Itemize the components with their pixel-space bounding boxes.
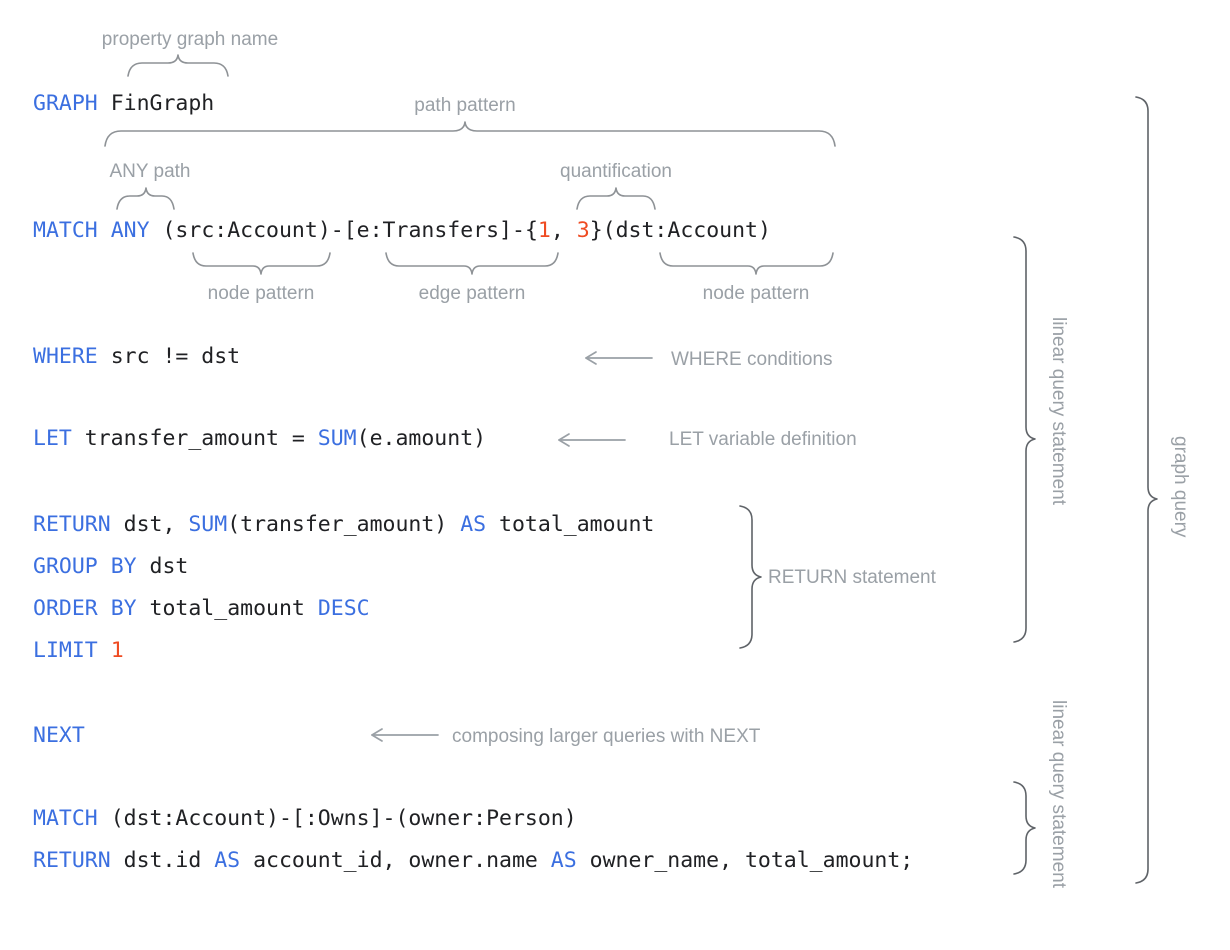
right-brace-return-statement [739,505,762,649]
underbrace-node-pattern-right [659,252,834,275]
keyword-by-2: BY [110,596,137,621]
annotation-path-pattern: path pattern [414,95,516,116]
space-h [98,596,111,621]
code-line-match-2: MATCH (dst:Account)-[:Owns]-(owner:Perso… [33,808,577,830]
order-by-expression: total_amount [149,596,305,621]
keyword-next: NEXT [33,723,85,748]
space-l [98,806,111,831]
let-lhs: transfer_amount = [84,426,318,451]
return-2-part-1: dst.id [123,848,215,873]
annotation-property-graph-name: property graph name [101,29,279,50]
quantifier-close-brace: } [589,218,603,243]
arrow-composing-with-next [371,728,439,742]
right-brace-linear-query-statement-2 [1013,781,1036,875]
annotation-return-statement: RETURN statement [768,567,936,588]
space-k [98,638,111,663]
overbrace-any-path [116,187,175,210]
return-alias: total_amount [486,512,655,537]
annotation-quantification: quantification [560,161,672,182]
space-e [111,512,124,537]
dash-right: - [512,218,525,243]
code-line-return-2: RETURN dst.id AS account_id, owner.name … [33,850,913,872]
where-expression: src != dst [110,344,241,369]
quantifier-max: 3 [576,218,590,243]
space-b [150,218,163,243]
arrow-let-variable-definition [558,433,626,447]
annotation-linear-query-statement-2: linear query statement [1048,700,1069,888]
annotation-linear-query-statement-1: linear query statement [1048,317,1069,505]
space-g [137,554,150,579]
keyword-where: WHERE [33,344,98,369]
arrow-where-conditions [585,351,653,365]
right-brace-graph-query [1135,96,1158,884]
underbrace-node-pattern-left [192,252,331,275]
keyword-desc: DESC [317,596,370,621]
annotation-edge-pattern: edge pattern [418,283,526,304]
return-2-part-2: account_id, owner.name [240,848,551,873]
keyword-let: LET [33,426,72,451]
annotation-where-conditions: WHERE conditions [671,349,833,370]
space-d [72,426,85,451]
keyword-by-1: BY [110,554,137,579]
annotation-composing-with-next: composing larger queries with NEXT [452,726,761,747]
quantifier-min: 1 [537,218,551,243]
annotation-any-path: ANY path [109,161,191,182]
keyword-as-3: AS [550,848,577,873]
return-fn-args: (transfer_amount) [227,512,461,537]
function-sum-let: SUM [317,426,357,451]
quantifier-comma: , [550,218,577,243]
annotation-graph-query: graph query [1170,436,1191,538]
keyword-order: ORDER [33,596,98,621]
space-j [305,596,318,621]
space-m [111,848,124,873]
space-c [98,344,111,369]
let-fn-args: (e.amount) [356,426,487,451]
overbrace-path-pattern [104,121,836,147]
space-1 [98,91,111,116]
code-line-order-by: ORDER BY total_amount DESC [33,598,370,620]
space-i [137,596,150,621]
keyword-as-1: AS [460,512,487,537]
quantifier-open-brace: { [524,218,538,243]
right-brace-linear-query-statement-1 [1013,236,1036,643]
limit-value: 1 [110,638,124,663]
graph-name-fingraph: FinGraph [110,91,215,116]
space-a [98,218,111,243]
keyword-match-2: MATCH [33,806,98,831]
annotation-node-pattern-right: node pattern [702,283,810,304]
return-columns: dst, [123,512,189,537]
overbrace-property-graph-name [127,54,229,77]
edge-pattern-transfers: [e:Transfers] [343,218,512,243]
annotation-node-pattern-left: node pattern [207,283,315,304]
keyword-return-2: RETURN [33,848,111,873]
keyword-any: ANY [110,218,150,243]
keyword-group: GROUP [33,554,98,579]
dash-left: - [330,218,344,243]
node-pattern-dst: (dst:Account) [602,218,771,243]
node-pattern-src: (src:Account) [162,218,331,243]
underbrace-edge-pattern [385,252,559,275]
code-line-where: WHERE src != dst [33,346,240,368]
keyword-return-1: RETURN [33,512,111,537]
keyword-match: MATCH [33,218,98,243]
group-by-expression: dst [149,554,189,579]
keyword-as-2: AS [214,848,241,873]
return-2-part-3: owner_name, total_amount; [576,848,914,873]
function-sum-return: SUM [188,512,228,537]
code-line-next: NEXT [33,725,85,747]
code-line-group-by: GROUP BY dst [33,556,188,578]
code-line-limit: LIMIT 1 [33,640,124,662]
overbrace-quantification [576,187,656,210]
keyword-limit: LIMIT [33,638,98,663]
code-line-match: MATCH ANY (src:Account)-[e:Transfers]-{1… [33,220,771,242]
code-line-let: LET transfer_amount = SUM(e.amount) [33,428,486,450]
annotation-let-variable-definition: LET variable definition [669,429,857,450]
space-f [98,554,111,579]
match-2-pattern: (dst:Account)-[:Owns]-(owner:Person) [110,806,577,831]
code-line-return-1: RETURN dst, SUM(transfer_amount) AS tota… [33,514,654,536]
code-line-graph: GRAPH FinGraph [33,93,214,115]
keyword-graph: GRAPH [33,91,98,116]
